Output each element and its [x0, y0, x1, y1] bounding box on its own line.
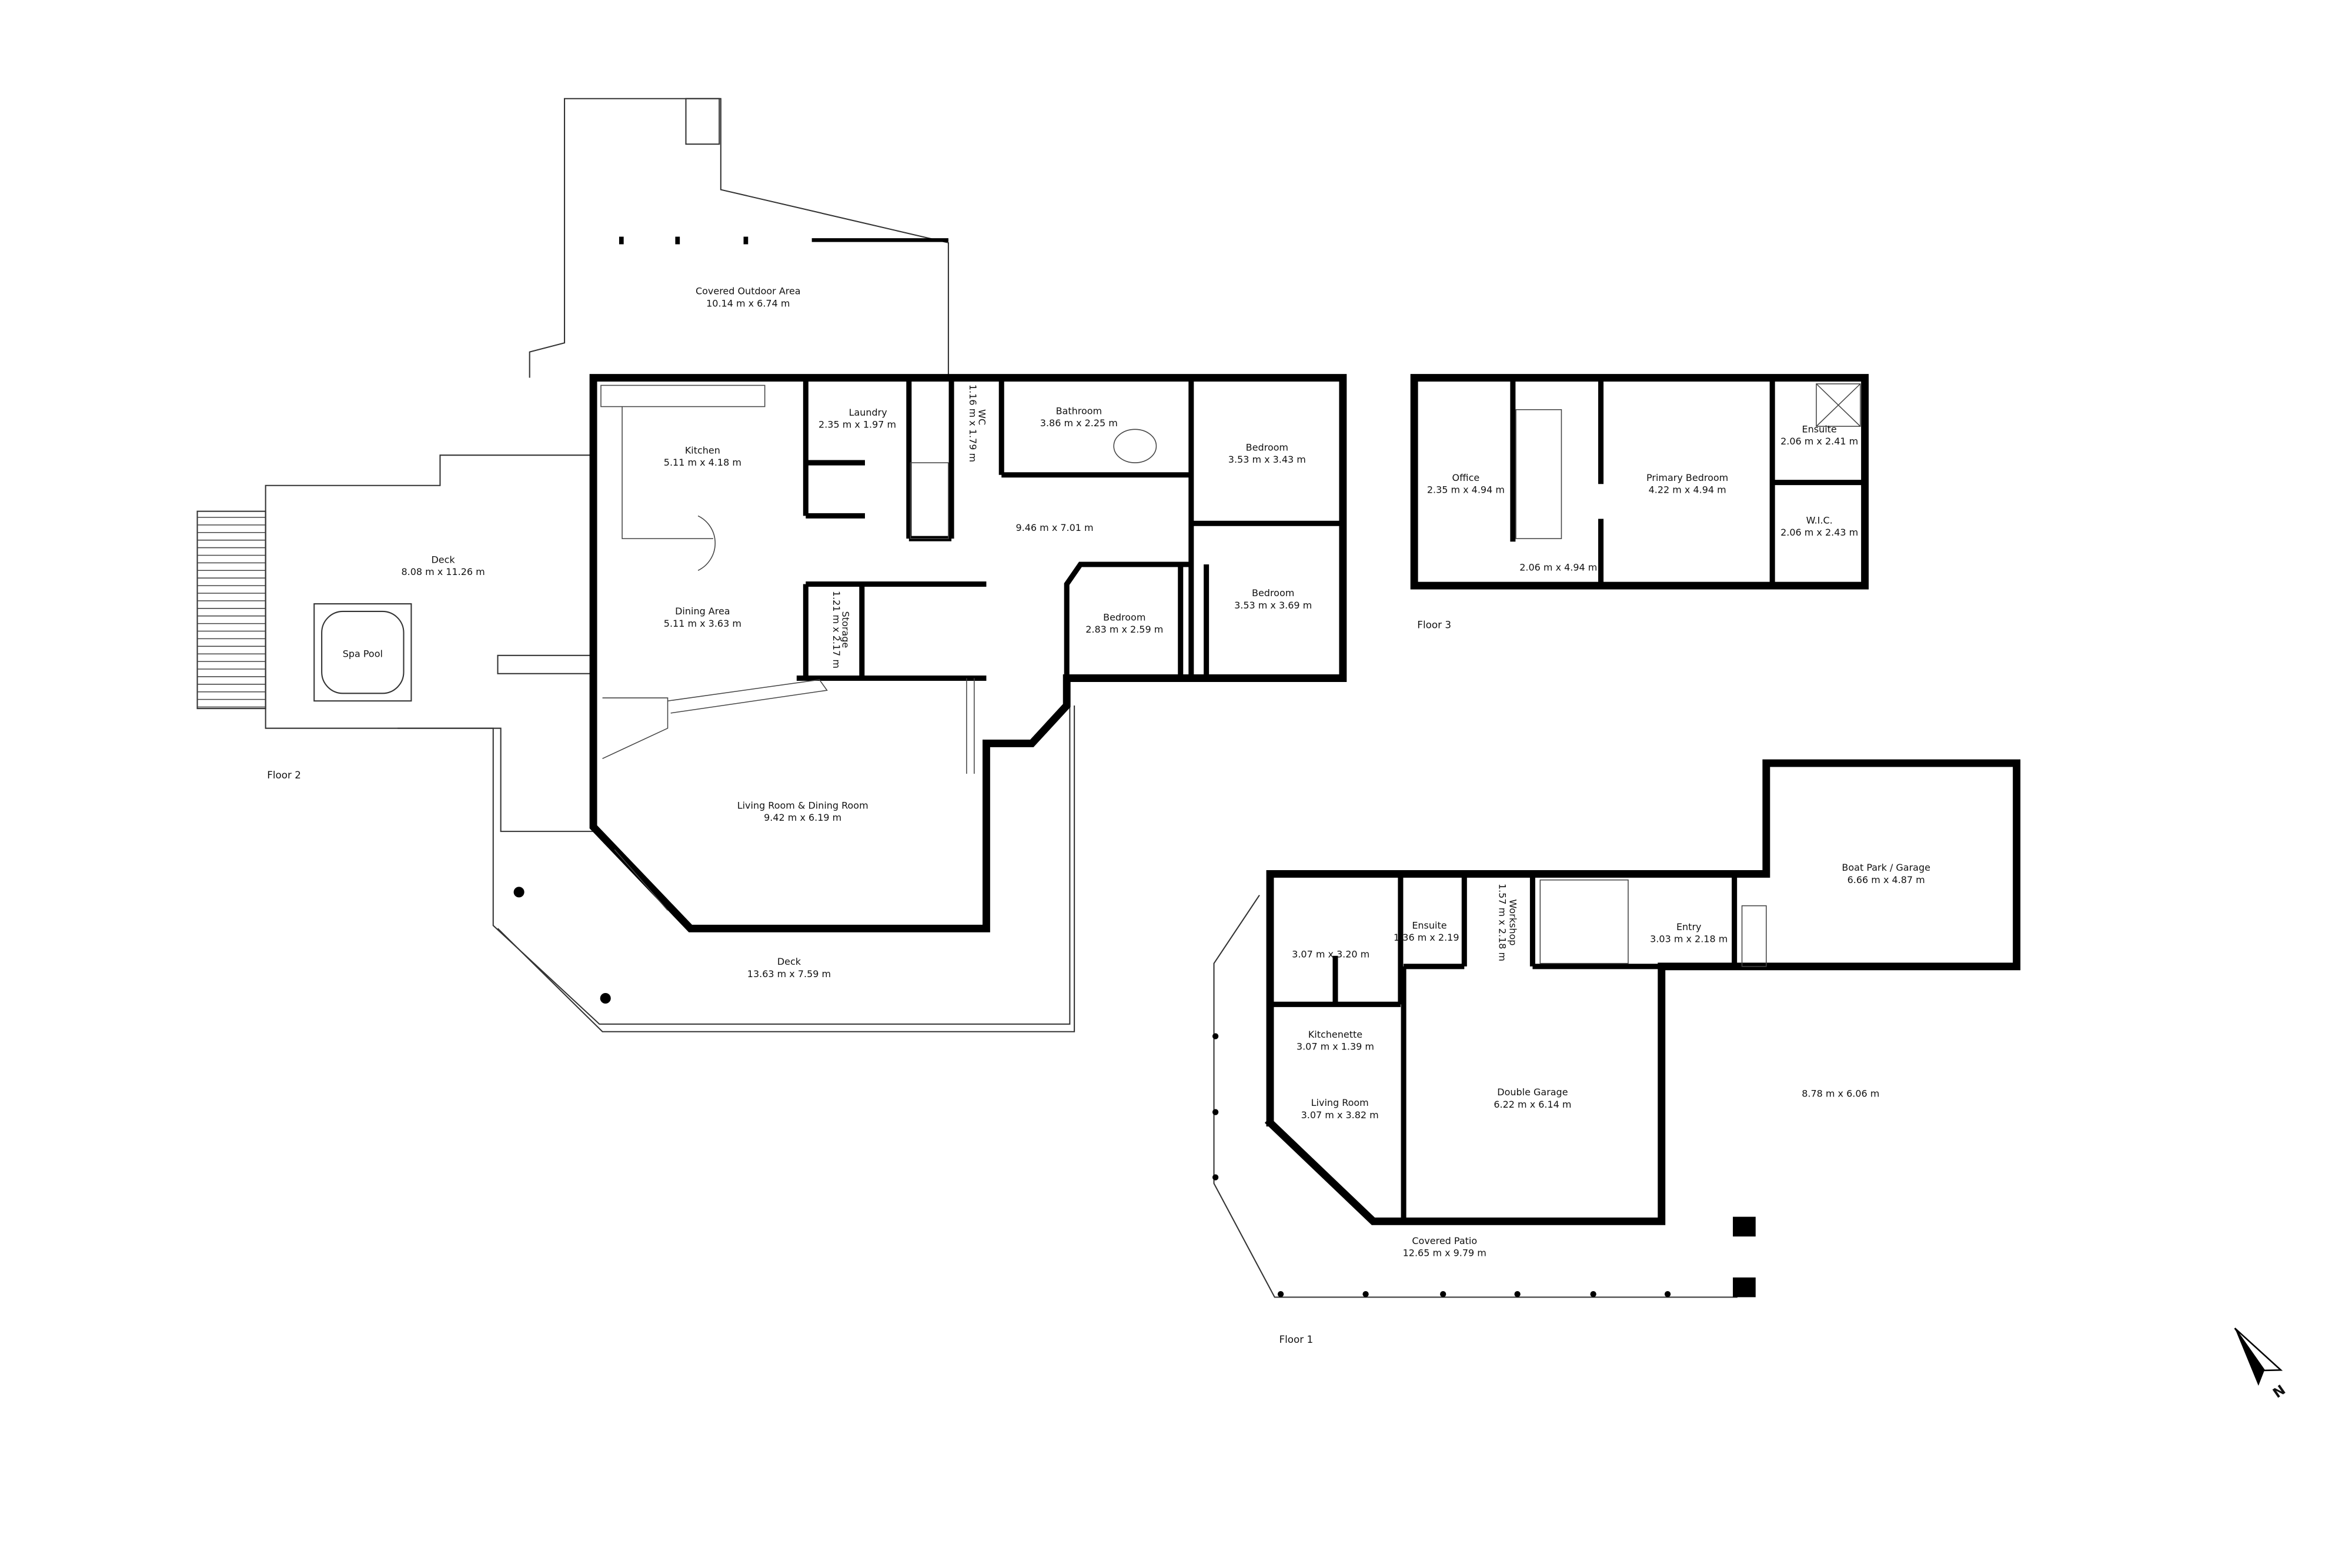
covered-outdoor-area-outline — [529, 98, 949, 378]
compass-label: N — [2270, 1382, 2288, 1401]
deck-posts — [513, 236, 948, 1004]
floor-1-exterior-wall — [1264, 759, 2021, 1225]
room-label: Living Room & Dining Room — [737, 800, 868, 811]
room-label: Spa Pool — [343, 648, 383, 659]
room-dims: 8.78 m x 6.06 m — [1802, 1088, 1879, 1099]
room-dims: 2.06 m x 2.41 m — [1780, 436, 1858, 447]
room-label: Bedroom — [1246, 442, 1288, 453]
room-label: Kitchen — [685, 445, 720, 456]
patio-posts — [1212, 1033, 1756, 1298]
room-dims: 3.03 m x 2.18 m — [1650, 934, 1728, 945]
room-label: Ensuite — [1802, 423, 1837, 434]
north-arrow-icon: N — [2234, 1328, 2288, 1402]
room-dims: 12.65 m x 9.79 m — [1403, 1248, 1486, 1259]
floor-label: Floor 1 — [1279, 1333, 1313, 1345]
room-dims: 1.16 m x 1.79 m — [967, 385, 978, 462]
room-label: Deck — [777, 956, 801, 967]
room-dims: 3.86 m x 2.25 m — [1040, 417, 1118, 429]
room-dims: 2.83 m x 2.59 m — [1085, 624, 1163, 635]
upper-stairs — [685, 98, 720, 145]
deck-outline-inner — [397, 727, 594, 833]
room-label: Deck — [431, 554, 455, 565]
room-label: Ensuite — [1412, 920, 1446, 931]
floor-2-fixtures — [600, 385, 1157, 911]
floor-1: 3.07 m x 3.20 m Ensuite 1.36 m x 2.19 Wo… — [1212, 759, 2021, 1345]
room-dims: 5.11 m x 4.18 m — [664, 457, 741, 468]
covered-patio-outline — [1213, 894, 1738, 1298]
room-dims: 4.22 m x 4.94 m — [1649, 484, 1726, 496]
floor-label: Floor 3 — [1417, 618, 1451, 630]
room-label: Bedroom — [1252, 587, 1294, 599]
room-label: Laundry — [849, 407, 887, 418]
room-label: Workshop — [1508, 900, 1519, 946]
room-label: Covered Outdoor Area — [696, 286, 801, 297]
room-label: Covered Patio — [1412, 1235, 1477, 1246]
room-dims: 2.06 m x 4.94 m — [1519, 561, 1597, 573]
spa-pool — [313, 603, 412, 702]
room-label: Bathroom — [1056, 405, 1102, 416]
room-label: Bedroom — [1103, 611, 1145, 623]
room-dims: 13.63 m x 7.59 m — [747, 968, 831, 979]
room-dims: 8.08 m x 11.26 m — [401, 566, 485, 577]
room-dims: 3.53 m x 3.69 m — [1234, 600, 1312, 611]
floor-2: Covered Outdoor Area 10.14 m x 6.74 m De… — [196, 98, 1347, 1032]
room-label: Kitchenette — [1308, 1029, 1362, 1040]
room-dims: 9.46 m x 7.01 m — [1016, 522, 1094, 533]
room-dims: 3.53 m x 3.43 m — [1228, 454, 1306, 465]
room-label: W.I.C. — [1806, 514, 1833, 526]
floor-2-interior-walls — [796, 377, 1343, 681]
room-label: Double Garage — [1497, 1086, 1568, 1098]
room-label: Living Room — [1311, 1097, 1369, 1108]
room-dims: 3.07 m x 3.20 m — [1292, 948, 1369, 959]
room-label: WC — [977, 409, 988, 425]
room-dims: 1.57 m x 2.18 m — [1497, 884, 1508, 961]
room-label: Boat Park / Garage — [1842, 862, 1930, 873]
room-label: Dining Area — [675, 606, 730, 617]
room-dims: 6.66 m x 4.87 m — [1847, 874, 1925, 885]
outdoor-stairs — [196, 510, 266, 710]
room-label: Storage — [840, 611, 851, 648]
room-dims: 2.35 m x 4.94 m — [1427, 484, 1505, 496]
room-dims: 6.22 m x 6.14 m — [1494, 1099, 1571, 1110]
room-dims: 1.36 m x 2.19 — [1394, 932, 1459, 943]
room-label: Entry — [1676, 921, 1702, 932]
floor-3: Office 2.35 m x 4.94 m 2.06 m x 4.94 m P… — [1410, 374, 1869, 630]
room-dims: 3.07 m x 1.39 m — [1297, 1041, 1374, 1052]
floor-label: Floor 2 — [267, 769, 301, 781]
floor-2-exterior-wall — [589, 374, 1347, 932]
room-label: Primary Bedroom — [1646, 472, 1728, 483]
deck-outline — [265, 454, 1071, 1025]
room-dims: 3.07 m x 3.82 m — [1301, 1109, 1379, 1121]
room-dims: 1.21 m x 2.17 m — [831, 591, 842, 668]
room-dims: 2.06 m x 2.43 m — [1780, 527, 1858, 538]
room-label: Office — [1452, 472, 1480, 483]
room-dims: 10.14 m x 6.74 m — [706, 297, 790, 309]
room-dims: 9.42 m x 6.19 m — [764, 812, 841, 823]
room-dims: 2.35 m x 1.97 m — [818, 419, 896, 430]
room-dims: 5.11 m x 3.63 m — [664, 618, 741, 629]
